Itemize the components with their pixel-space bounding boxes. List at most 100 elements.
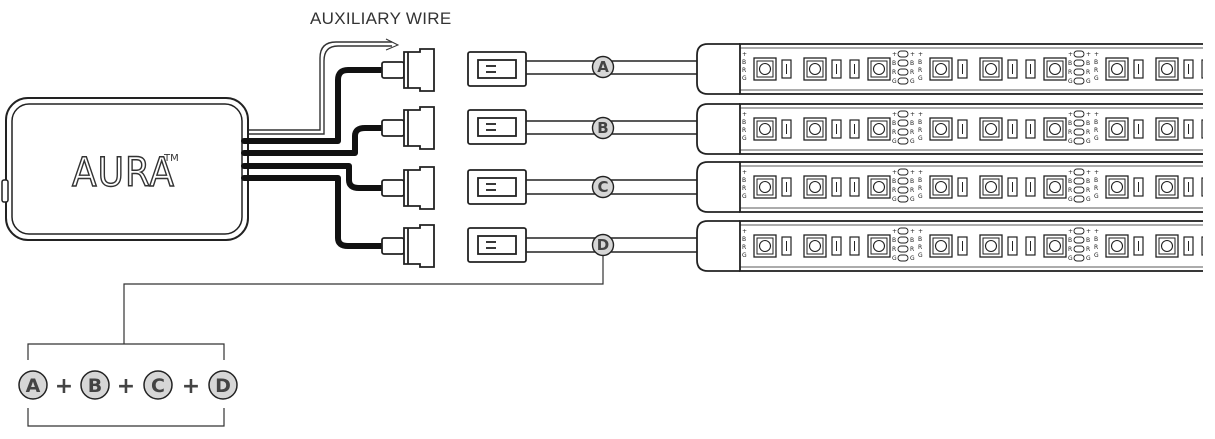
strip-pin-label: G: [1086, 255, 1091, 262]
strip-pin-label: B: [1068, 178, 1072, 185]
strip-pin-label: G: [742, 193, 747, 200]
strip-pin-label: +: [1094, 169, 1099, 176]
strip-pin-label: R: [892, 187, 896, 194]
strip-pin-label: B: [1094, 59, 1098, 66]
svg-text:B: B: [88, 375, 102, 397]
led-strips: +BRG++BBRRGG+BRG++BBRRGG+BRG++BBRRGG+BRG…: [696, 43, 1203, 272]
strip-pin-label: B: [742, 119, 746, 126]
strip-pin-label: B: [742, 177, 746, 184]
male-connectors: [467, 51, 527, 263]
strip-pin-label: G: [1094, 75, 1099, 82]
strip-pin-label: +: [918, 169, 923, 176]
strip-pin-label: R: [910, 69, 914, 76]
channel-label-d: D: [591, 233, 615, 257]
strip-pin-label: R: [1094, 185, 1098, 192]
strip-pin-label: G: [1068, 138, 1073, 145]
combination-expression: A + B + C + D: [18, 370, 238, 400]
strip-pin-label: B: [1094, 236, 1098, 243]
strip-pin-label: G: [910, 78, 915, 85]
strip-pin-label: +: [1086, 111, 1091, 118]
strip-pin-label: G: [1094, 193, 1099, 200]
strip-pin-label: B: [1086, 178, 1090, 185]
strip-pin-label: B: [910, 178, 914, 185]
strip-pin-label: +: [918, 51, 923, 58]
strip-pin-label: B: [1086, 60, 1090, 67]
strip-pin-label: +: [892, 228, 897, 235]
svg-text:C: C: [151, 375, 165, 397]
strip-pin-label: +: [918, 228, 923, 235]
strip-pin-label: G: [1068, 255, 1073, 262]
strip-pin-label: R: [892, 246, 896, 253]
strip-pin-label: B: [742, 236, 746, 243]
strip-pin-label: B: [918, 236, 922, 243]
strip-pin-label: G: [910, 196, 915, 203]
male-connector-b: [467, 109, 527, 145]
strip-pin-label: R: [892, 129, 896, 136]
strip-pin-label: +: [892, 51, 897, 58]
strip-pin-label: B: [892, 237, 896, 244]
strip-pin-label: G: [1094, 252, 1099, 259]
strip-pin-label: R: [742, 67, 746, 74]
strip-pin-label: R: [892, 69, 896, 76]
strip-pin-label: R: [918, 127, 922, 134]
strip-pin-label: +: [910, 228, 915, 235]
plus-sign: +: [55, 374, 73, 399]
strip-pin-label: +: [742, 111, 747, 118]
strip-pin-label: +: [892, 169, 897, 176]
plus-sign: +: [117, 374, 135, 399]
strip-pin-label: +: [1068, 169, 1073, 176]
female-connector-b: [381, 106, 435, 150]
strip-pin-label: B: [1086, 120, 1090, 127]
strip-pin-label: G: [910, 138, 915, 145]
channel-label-a: A: [591, 55, 615, 79]
controller-trademark: TM: [163, 153, 179, 164]
strip-pin-label: B: [918, 177, 922, 184]
strip-pin-label: R: [742, 244, 746, 251]
female-connector-c: [381, 166, 435, 210]
strip-pin-label: G: [918, 135, 923, 142]
strip-pin-label: +: [1068, 51, 1073, 58]
strip-pin-label: +: [910, 169, 915, 176]
strip-pin-label: G: [1086, 78, 1091, 85]
strip-pin-label: R: [1086, 129, 1090, 136]
svg-text:B: B: [597, 119, 608, 137]
strip-pin-label: B: [910, 60, 914, 67]
strip-pin-label: +: [742, 51, 747, 58]
plus-sign: +: [182, 374, 200, 399]
strip-pin-label: R: [742, 185, 746, 192]
strip-pin-label: R: [1086, 246, 1090, 253]
strip-pin-label: +: [1068, 111, 1073, 118]
svg-text:D: D: [215, 375, 231, 397]
strip-pin-label: +: [1094, 51, 1099, 58]
strip-pin-label: R: [1094, 67, 1098, 74]
strip-pin-label: R: [910, 187, 914, 194]
strip-pin-label: +: [1094, 228, 1099, 235]
auxiliary-wire: [243, 38, 400, 135]
strip-pin-label: G: [892, 138, 897, 145]
combo-circle-c: C: [143, 370, 173, 400]
strip-pin-label: G: [1086, 196, 1091, 203]
strip-pin-label: G: [742, 252, 747, 259]
strip-pin-label: +: [1068, 228, 1073, 235]
strip-pin-label: G: [742, 135, 747, 142]
strip-pin-label: G: [910, 255, 915, 262]
strip-pin-label: B: [742, 59, 746, 66]
strip-pin-label: B: [1094, 177, 1098, 184]
channel-label-c: C: [591, 175, 615, 199]
strip-pin-label: B: [1068, 120, 1072, 127]
strip-pin-label: B: [892, 60, 896, 67]
strip-pin-label: R: [1086, 69, 1090, 76]
strip-pin-label: R: [918, 185, 922, 192]
strip-pin-label: G: [1068, 196, 1073, 203]
strip-pin-label: B: [918, 59, 922, 66]
male-connector-a: [467, 51, 527, 87]
strip-pin-label: +: [1086, 169, 1091, 176]
strip-pin-label: +: [1086, 228, 1091, 235]
strip-pin-label: +: [1094, 111, 1099, 118]
svg-text:C: C: [597, 178, 608, 196]
strip-pin-label: B: [1068, 237, 1072, 244]
